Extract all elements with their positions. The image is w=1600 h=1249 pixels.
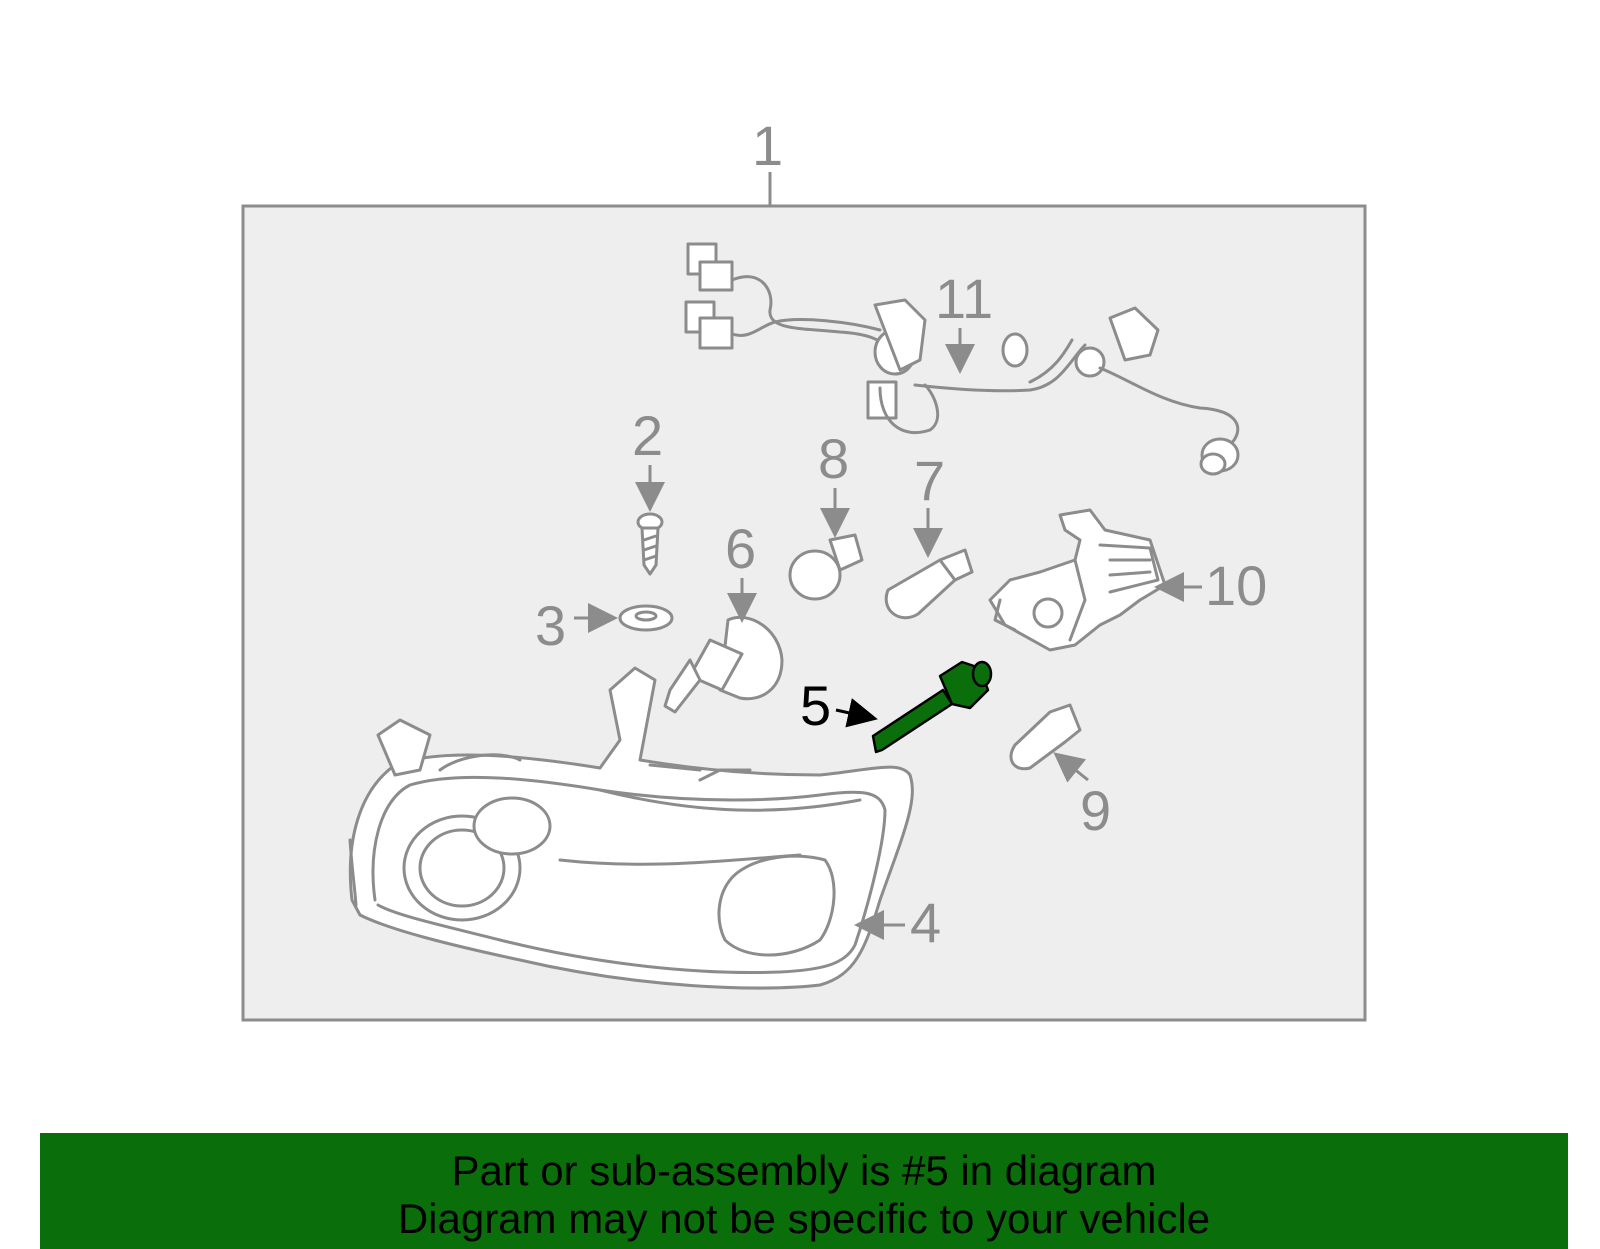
callout-4[interactable]: 4 bbox=[910, 891, 941, 954]
callout-5[interactable]: 5 bbox=[800, 674, 831, 737]
footer-line-2: Diagram may not be specific to your vehi… bbox=[397, 1195, 1211, 1242]
wiring-harness-part[interactable] bbox=[684, 242, 1240, 476]
callout-3[interactable]: 3 bbox=[535, 594, 566, 657]
callout-9[interactable]: 9 bbox=[1080, 779, 1111, 842]
headlamp-bulb-part[interactable] bbox=[663, 615, 784, 714]
callout-9-leader bbox=[1053, 752, 1089, 783]
capsule-bulb-part[interactable] bbox=[884, 548, 974, 620]
headlamp-housing bbox=[348, 666, 914, 990]
bulb-socket-highlighted-part[interactable] bbox=[871, 660, 993, 754]
callout-6[interactable]: 6 bbox=[725, 517, 756, 580]
callout-10[interactable]: 10 bbox=[1205, 554, 1267, 617]
wedge-bulb-part[interactable] bbox=[788, 533, 864, 601]
callout-7[interactable]: 7 bbox=[914, 449, 945, 512]
callout-8[interactable]: 8 bbox=[818, 427, 849, 490]
callout-11[interactable]: 11 bbox=[935, 267, 993, 330]
footer-banner: Part or sub-assembly is #5 in diagram Di… bbox=[40, 1133, 1568, 1249]
marker-bulb-part[interactable] bbox=[1009, 703, 1082, 771]
screw-part[interactable] bbox=[636, 512, 664, 576]
socket-stem bbox=[871, 688, 954, 754]
actuator-part[interactable] bbox=[988, 508, 1167, 652]
washer-part[interactable] bbox=[618, 604, 674, 632]
callout-5-leader bbox=[835, 698, 878, 728]
footer-line-1: Part or sub-assembly is #5 in diagram bbox=[451, 1147, 1157, 1194]
callout-2[interactable]: 2 bbox=[632, 404, 663, 467]
socket-cap bbox=[971, 660, 993, 688]
callout-1[interactable]: 1 bbox=[752, 114, 783, 177]
